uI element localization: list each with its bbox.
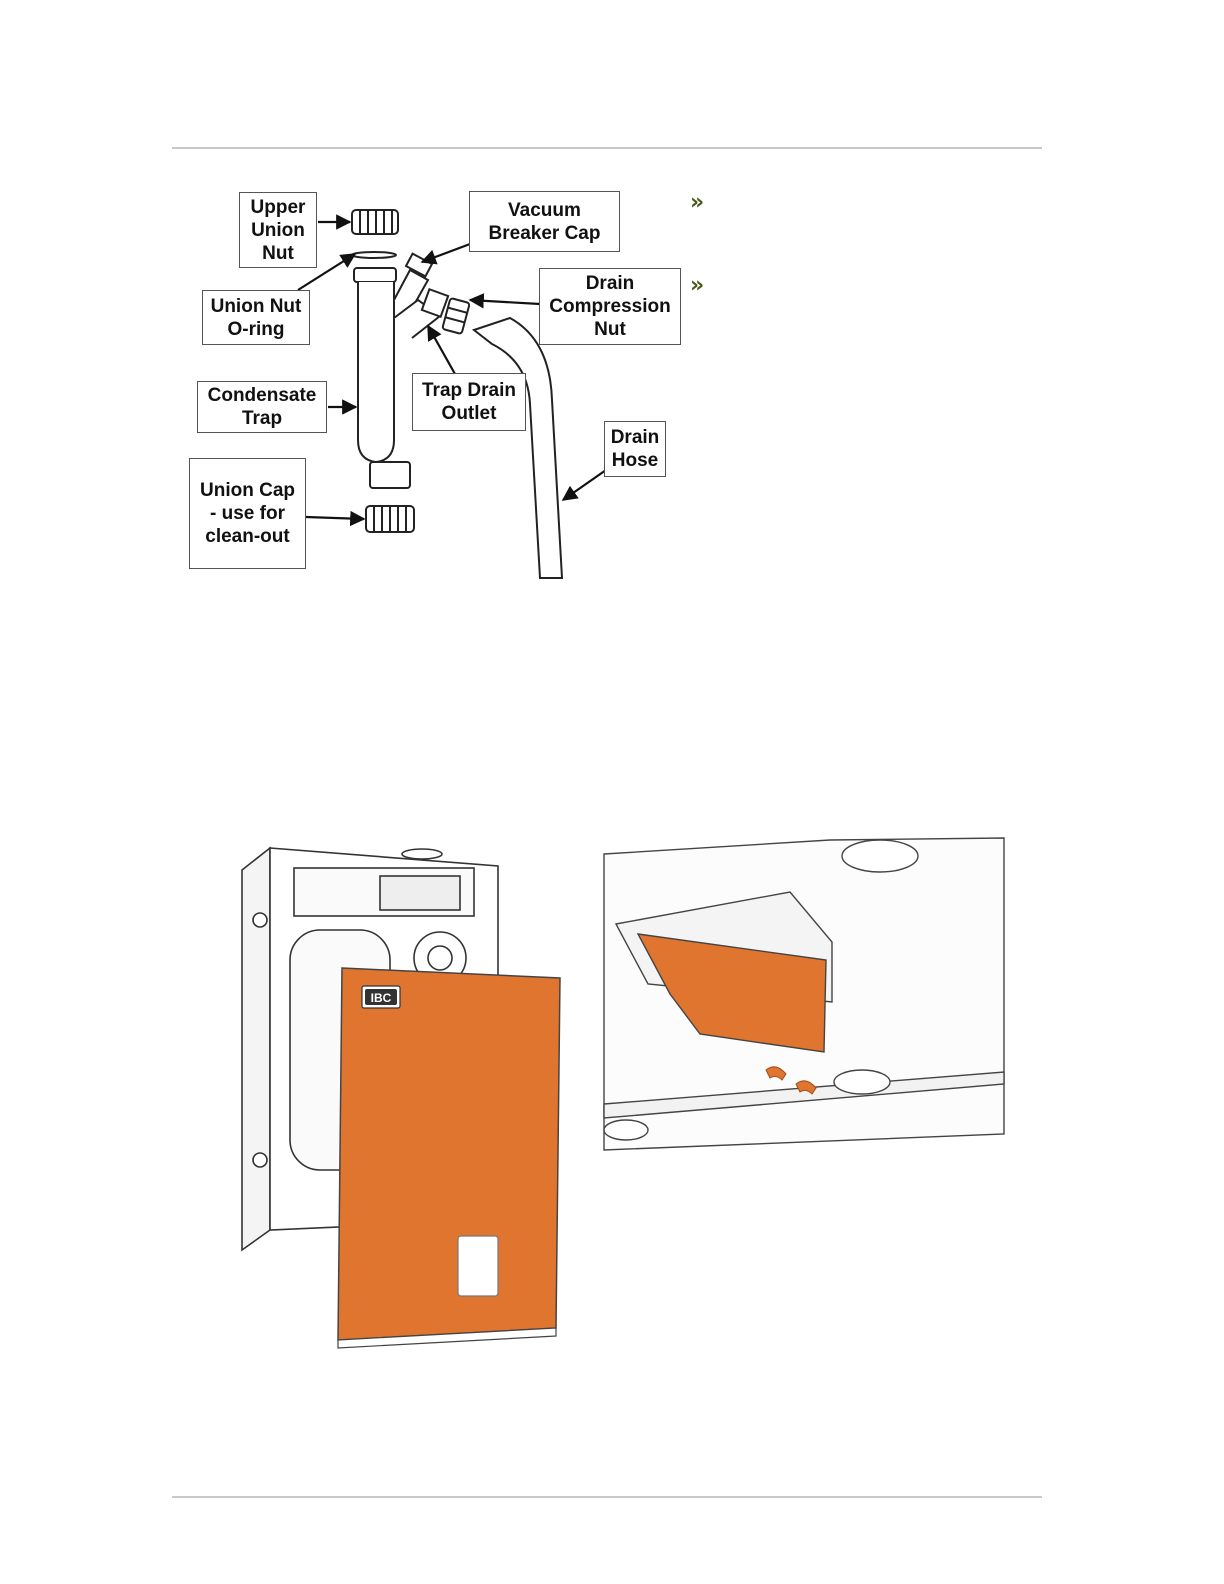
- upper-union-nut-part: [352, 210, 398, 234]
- bullet-marker-2: »: [690, 273, 704, 298]
- drain-hose-part: [474, 318, 562, 578]
- callout-union-cap: Union Cap - use for clean-out: [189, 458, 306, 569]
- callout-vacuum-breaker-cap: Vacuum Breaker Cap: [469, 191, 620, 252]
- callout-drain-hose: Drain Hose: [604, 421, 666, 477]
- o-ring-part: [352, 252, 396, 258]
- trap-body-part: [354, 254, 448, 488]
- ibc-logo: IBC: [362, 986, 400, 1008]
- callout-upper-union-nut: Upper Union Nut: [239, 192, 317, 268]
- callout-drain-compression-nut: Drain Compression Nut: [539, 268, 681, 345]
- bullet-marker-1: »: [690, 190, 704, 215]
- front-panel: [338, 968, 560, 1348]
- logo-text: IBC: [371, 991, 392, 1005]
- union-cap-part: [366, 506, 414, 532]
- footer-rule: [172, 1496, 1042, 1498]
- callout-union-nut-oring: Union Nut O-ring: [202, 290, 310, 345]
- callout-trap-drain-outlet: Trap Drain Outlet: [412, 373, 526, 431]
- boiler-front-panel-illustration: IBC: [230, 840, 570, 1350]
- callout-condensate-trap: Condensate Trap: [197, 381, 327, 433]
- boiler-underside-illustration: [600, 834, 1010, 1164]
